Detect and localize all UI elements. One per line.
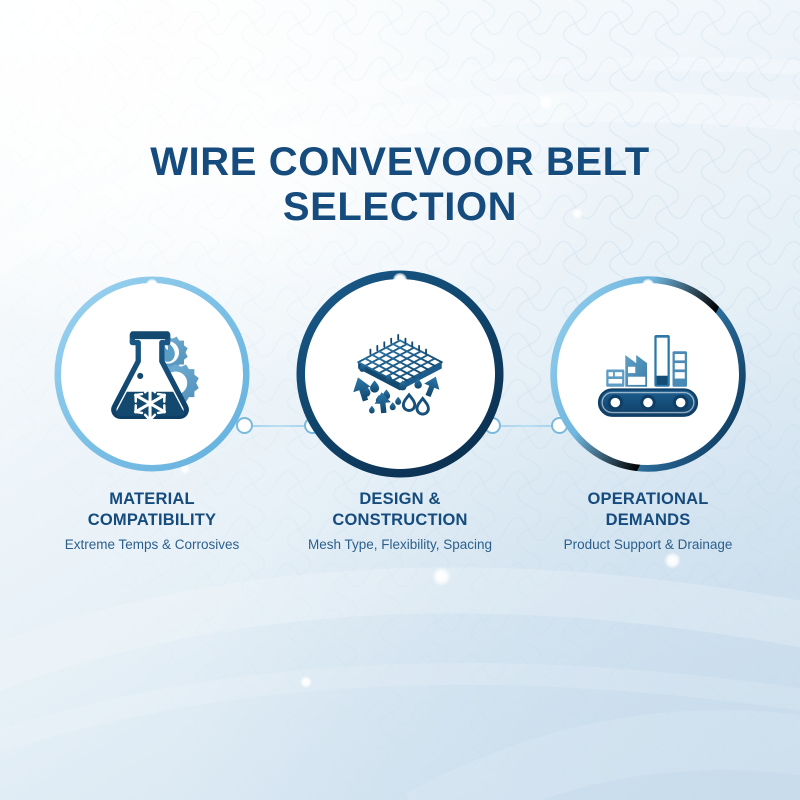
process-steps-row: MATERIAL COMPATIBILITY Extreme Temps & C… xyxy=(0,270,800,578)
glow-dot xyxy=(300,676,312,688)
step-1-labels: MATERIAL COMPATIBILITY Extreme Temps & C… xyxy=(52,489,252,554)
step-operational-demands[interactable]: OPERATIONAL DEMANDS Product Support & Dr… xyxy=(548,276,748,554)
step-1-circle-fill xyxy=(61,283,243,465)
step-3-title: OPERATIONAL DEMANDS xyxy=(587,490,709,530)
connector-node-left-of-step-3 xyxy=(553,419,566,432)
connector-node-right-of-step-1 xyxy=(238,419,251,432)
connector-line-1-2 xyxy=(245,425,313,427)
factory-conveyor-icon xyxy=(597,334,699,417)
page-title: WIRE CONVEVOOR BELT SELECTION xyxy=(150,140,650,229)
flask-snowflake-gears-icon xyxy=(111,331,199,422)
connector-line-2-3 xyxy=(492,425,560,427)
step-1-circle[interactable] xyxy=(54,276,250,472)
glow-dot xyxy=(538,94,554,110)
step-3-circle-fill xyxy=(557,283,739,465)
step-design-construction[interactable]: DESIGN & CONSTRUCTION Mesh Type, Flexibi… xyxy=(296,270,504,554)
step-3-ring-highlight-dot xyxy=(642,279,654,291)
step-2-circle[interactable] xyxy=(296,270,504,478)
step-1-subtitle: Extreme Temps & Corrosives xyxy=(64,537,240,553)
step-material-compatibility[interactable]: MATERIAL COMPATIBILITY Extreme Temps & C… xyxy=(52,276,252,554)
wire-mesh-drainage-icon xyxy=(353,334,443,416)
step-3-circle[interactable] xyxy=(550,276,746,472)
step-2-circle-fill xyxy=(305,279,495,469)
glow-dot xyxy=(572,208,583,219)
step-1-title: MATERIAL COMPATIBILITY xyxy=(87,490,217,530)
step-2-subtitle: Mesh Type, Flexibility, Spacing xyxy=(307,537,493,553)
step-2-ring-highlight-dot xyxy=(393,273,407,287)
step-2-labels: DESIGN & CONSTRUCTION Mesh Type, Flexibi… xyxy=(300,489,500,554)
page-title-block: WIRE CONVEVOOR BELT SELECTION xyxy=(0,140,800,230)
step-1-ring-highlight-dot xyxy=(146,279,158,291)
step-2-title: DESIGN & CONSTRUCTION xyxy=(332,490,468,530)
step-3-subtitle: Product Support & Drainage xyxy=(563,537,733,553)
step-3-labels: OPERATIONAL DEMANDS Product Support & Dr… xyxy=(548,489,748,554)
